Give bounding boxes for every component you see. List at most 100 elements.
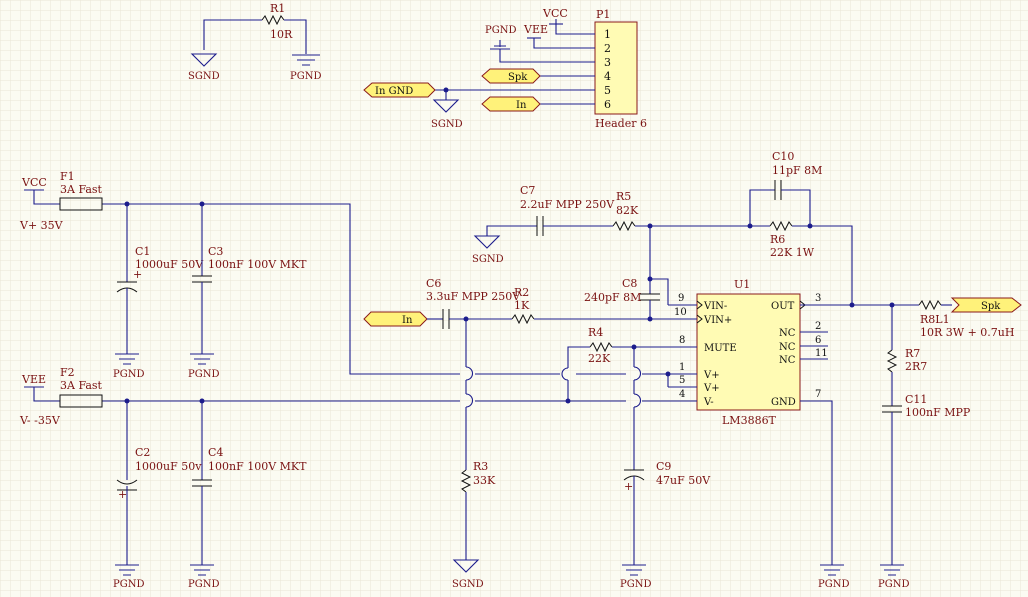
- u1-ref: U1: [734, 278, 750, 291]
- u1-pin-num-gnd: 7: [815, 389, 821, 400]
- vcc-note: V+ 35V: [19, 219, 64, 232]
- p1-vee-label: VEE: [523, 23, 548, 36]
- sgnd-r3-label: SGND: [452, 579, 484, 590]
- c9-capacitor[interactable]: + C9 47uF 50V: [623, 347, 711, 565]
- c1-capacitor[interactable]: + C1 1000uF 50V: [116, 204, 204, 354]
- f1-fuse[interactable]: F1 3A Fast: [59, 170, 103, 211]
- port-in-top[interactable]: In: [481, 96, 541, 112]
- port-spk-top[interactable]: Spk: [481, 68, 541, 84]
- r1-ref: R1: [270, 2, 285, 15]
- c10-value: 11pF 8M: [772, 164, 822, 177]
- f2-value: 3A Fast: [60, 379, 103, 392]
- port-spk[interactable]: Spk: [950, 297, 1022, 313]
- pgnd-c2: PGND: [113, 564, 144, 590]
- r4-ref: R4: [588, 326, 603, 339]
- pgnd-c1-label: PGND: [113, 369, 144, 380]
- u1-pin-name-gnd: GND: [771, 397, 796, 408]
- sgnd-c7: SGND: [472, 235, 504, 265]
- c11-ref: C11: [905, 393, 927, 406]
- svg-text:+: +: [118, 488, 127, 501]
- c7-capacitor[interactable]: C7 2.2uF MPP 250V: [486, 184, 615, 236]
- pgnd-u1: PGND: [818, 564, 849, 590]
- c2-capacitor[interactable]: + C2 1000uF 50v: [116, 401, 202, 565]
- r6-value: 22K 1W: [770, 246, 815, 259]
- c3-capacitor[interactable]: C3 100nF 100V MKT: [192, 204, 307, 354]
- p1-pin-2: 2: [604, 42, 611, 55]
- r2-value: 1K: [514, 299, 530, 312]
- f2-ref: F2: [60, 366, 75, 379]
- p1-wiring: VCC VEE PGND SGND: [431, 7, 595, 130]
- p1-sgnd-label: SGND: [431, 119, 463, 130]
- f1-ref: F1: [60, 170, 75, 183]
- c8-capacitor[interactable]: C8 240pF 8M: [584, 226, 660, 319]
- port-in-top-label: In: [516, 100, 527, 111]
- pgnd-c9-label: PGND: [620, 579, 651, 590]
- c3-value: 100nF 100V MKT: [208, 258, 307, 271]
- u1-pin-num-mute: 8: [679, 335, 685, 346]
- u1-pin-num-nc-a: 2: [815, 321, 821, 332]
- port-spk-label: Spk: [981, 301, 1001, 312]
- r7-value: 2R7: [905, 360, 927, 373]
- u1-pin-num-vminus: 4: [679, 389, 685, 400]
- r2-resistor[interactable]: R2 1K: [511, 286, 668, 325]
- svg-text:+: +: [133, 268, 142, 281]
- r3-value: 33K: [473, 474, 496, 487]
- sgnd-r3: SGND: [452, 559, 484, 590]
- p1-pin-3: 3: [604, 56, 611, 69]
- u1-pin-num-nc-c: 11: [815, 348, 828, 359]
- f1-value: 3A Fast: [60, 183, 103, 196]
- r3-ref: R3: [473, 460, 488, 473]
- r4-value: 22K: [588, 352, 611, 365]
- c3-ref: C3: [208, 245, 223, 258]
- port-in-label: In: [402, 315, 413, 326]
- r8l1-inductor[interactable]: R8L1 10R 3W + 0.7uH: [918, 299, 1014, 339]
- vin-minus-wire: [650, 278, 669, 305]
- c7-value: 2.2uF MPP 250V: [520, 198, 615, 211]
- u1-pin-name-nc-c: NC: [779, 355, 796, 366]
- u1-value: LM3886T: [722, 414, 777, 427]
- u1-pin-num-nc-b: 6: [815, 335, 821, 346]
- c4-capacitor[interactable]: C4 100nF 100V MKT: [192, 401, 307, 565]
- c2-ref: C2: [135, 446, 150, 459]
- vee-rail: VEE V- -35V: [19, 373, 668, 427]
- u1-pin-name-nc-a: NC: [779, 328, 796, 339]
- r4-resistor[interactable]: R4 22K: [561, 326, 668, 401]
- r1-resistor[interactable]: R1 10R: [203, 2, 307, 54]
- c4-ref: C4: [208, 446, 223, 459]
- u1-amplifier[interactable]: U1 LM3886T VIN- VIN+ MUTE V+ V+ V- OUT N…: [668, 278, 852, 565]
- p1-header[interactable]: P1 Header 6 1 2 3 4 5 6: [594, 8, 647, 130]
- port-in[interactable]: In: [363, 311, 428, 327]
- u1-pin-num-vplus-b: 5: [679, 375, 685, 386]
- c2-value: 1000uF 50v: [135, 460, 202, 473]
- sgnd-c7-label: SGND: [472, 254, 504, 265]
- u1-pin-name-vin-minus: VIN-: [703, 301, 727, 312]
- p1-ref: P1: [596, 8, 610, 21]
- u1-pin-name-vplus-b: V+: [703, 383, 720, 394]
- c11-capacitor[interactable]: C11 100nF MPP: [882, 393, 971, 565]
- c9-ref: C9: [656, 460, 671, 473]
- c6-capacitor[interactable]: C6 3.3uF MPP 250V: [426, 277, 521, 329]
- f2-fuse[interactable]: F2 3A Fast: [59, 366, 103, 408]
- vcc-label: VCC: [21, 176, 47, 189]
- r3-resistor[interactable]: R3 33K: [460, 319, 496, 560]
- r5-ref: R5: [616, 190, 631, 203]
- r7-resistor[interactable]: R7 2R7: [886, 305, 927, 406]
- pgnd-c2-label: PGND: [113, 579, 144, 590]
- sgnd-label: SGND: [188, 71, 220, 82]
- vee-label: VEE: [21, 373, 46, 386]
- c10-capacitor[interactable]: C10 11pF 8M: [749, 150, 822, 226]
- pgnd-c9: PGND: [620, 564, 651, 590]
- u1-pin-name-nc-b: NC: [779, 342, 796, 353]
- p1-pin-6: 6: [604, 98, 611, 111]
- u1-pin-name-out: OUT: [771, 301, 795, 312]
- pgnd-c3-label: PGND: [188, 369, 219, 380]
- c8-ref: C8: [622, 277, 637, 290]
- pgnd-c4: PGND: [188, 564, 219, 590]
- r6-ref: R6: [770, 233, 785, 246]
- port-in-gnd[interactable]: In GND: [363, 82, 436, 98]
- p1-vcc-label: VCC: [542, 7, 568, 20]
- p1-pin-4: 4: [604, 70, 611, 83]
- c10-ref: C10: [772, 150, 794, 163]
- sgnd-symbol-r1: SGND: [188, 53, 220, 82]
- u1-pin-num-vplus-a: 1: [679, 362, 685, 373]
